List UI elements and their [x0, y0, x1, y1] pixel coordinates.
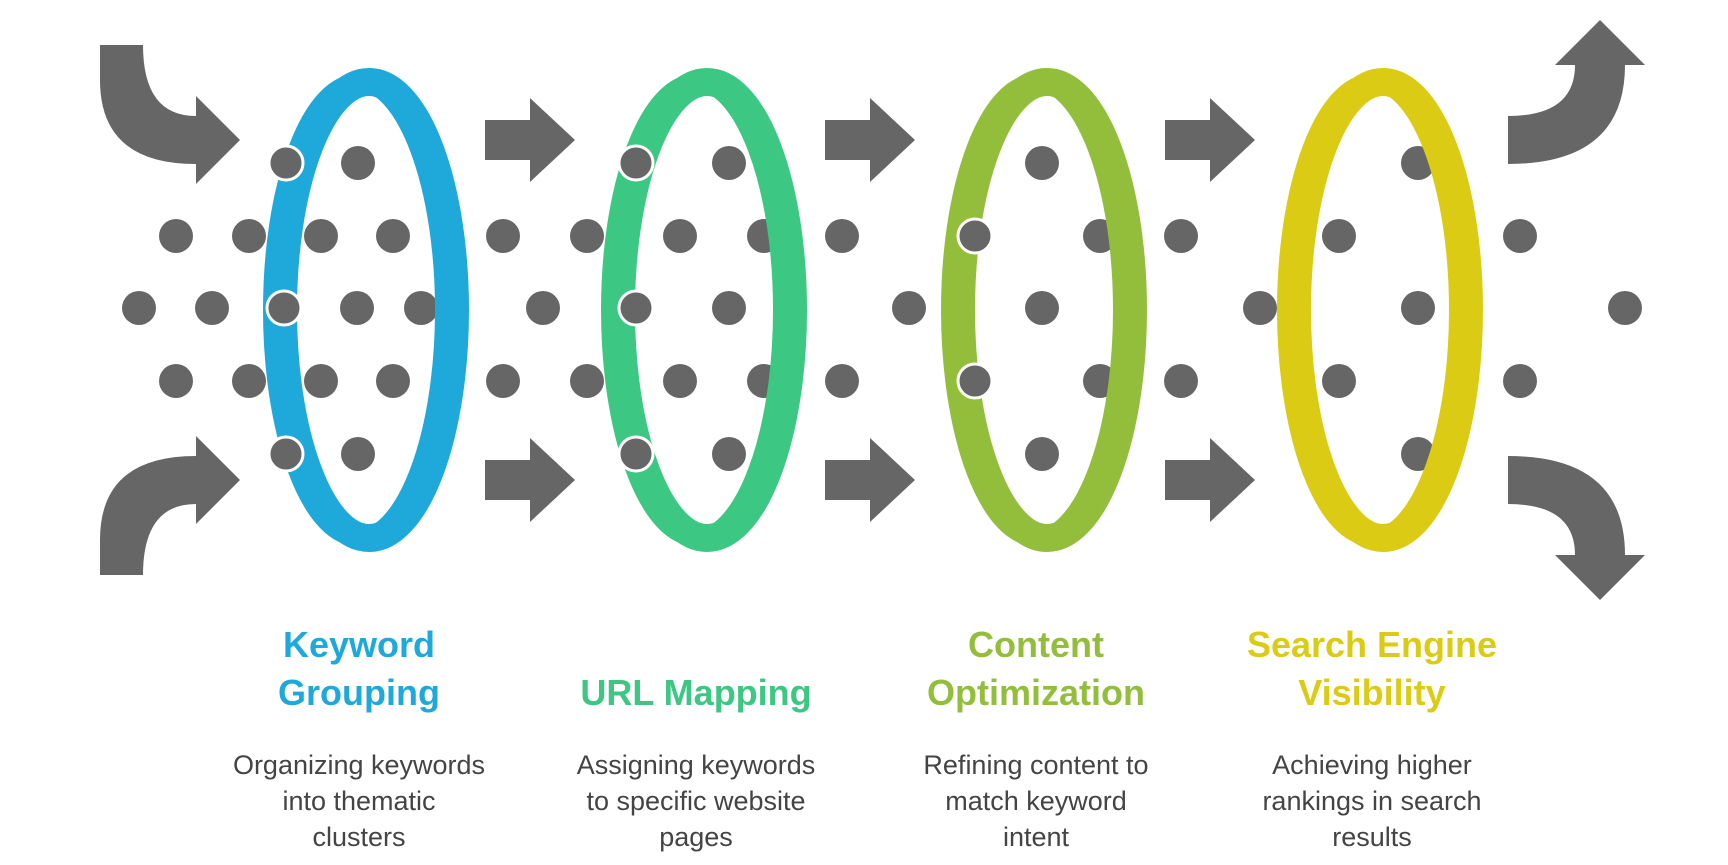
keyword-dot [712, 437, 746, 471]
keyword-dot-passing [265, 289, 303, 327]
stage-title-keyword-grouping: Keyword Grouping [278, 624, 440, 713]
filter-ring-front [941, 74, 1129, 546]
keyword-dot [1243, 291, 1277, 325]
keyword-dot-passing [267, 144, 305, 182]
keyword-dot [1164, 364, 1198, 398]
right-arrow-icon [1165, 438, 1255, 522]
right-arrow-icon [825, 98, 915, 182]
right-arrow-icon [825, 438, 915, 522]
keyword-dots-layer [122, 146, 1642, 471]
keyword-dot [825, 219, 859, 253]
keyword-dot [570, 364, 604, 398]
keyword-dot [1401, 291, 1435, 325]
lime-filter-ring-icon [941, 68, 1147, 552]
keyword-dot [486, 219, 520, 253]
keyword-dot-passing [956, 362, 994, 400]
yellow-filter-ring-icon [1277, 68, 1483, 552]
keyword-dot [195, 291, 229, 325]
keyword-dot [1025, 146, 1059, 180]
curved-output-arrow-down-icon [1508, 456, 1645, 600]
keyword-dot-passing [956, 217, 994, 255]
right-arrow-icon [1165, 98, 1255, 182]
keyword-dot-passing [617, 289, 655, 327]
keyword-dot [663, 219, 697, 253]
stage-title-url-mapping: URL Mapping [580, 672, 812, 713]
keyword-dot-passing [267, 435, 305, 473]
stage-description-search-engine-visibility: Achieving higher rankings in search resu… [1262, 750, 1482, 852]
keyword-dot [376, 364, 410, 398]
stage-title-search-engine-visibility: Search Engine Visibility [1246, 624, 1498, 713]
keyword-dot [1503, 219, 1537, 253]
keyword-dot [122, 291, 156, 325]
keyword-dot [1503, 364, 1537, 398]
filter-ring-front [601, 74, 789, 546]
filter-ring-back [1283, 68, 1483, 552]
filter-ring-front [1277, 74, 1465, 546]
right-arrow-icon [485, 438, 575, 522]
keyword-dot-passing [617, 144, 655, 182]
keyword-dot [1322, 219, 1356, 253]
curved-output-arrow-up-icon [1508, 20, 1645, 164]
keyword-dot [304, 364, 338, 398]
keyword-dot [232, 364, 266, 398]
keyword-dot [486, 364, 520, 398]
keyword-dot [232, 219, 266, 253]
curved-input-arrow-top-icon [100, 45, 240, 184]
keyword-dot [1025, 291, 1059, 325]
keyword-dot [159, 364, 193, 398]
curved-input-arrow-bottom-icon [100, 436, 240, 575]
keyword-dot [1608, 291, 1642, 325]
keyword-dot [341, 146, 375, 180]
keyword-dot [404, 291, 438, 325]
keyword-dot [376, 219, 410, 253]
keyword-dot [712, 146, 746, 180]
blue-filter-ring-icon [263, 68, 469, 552]
keyword-dot [159, 219, 193, 253]
stage-description-content-optimization: Refining content to match keyword intent [923, 750, 1149, 852]
green-filter-ring-icon [601, 68, 807, 552]
keyword-dot [1164, 219, 1198, 253]
keyword-dot [892, 291, 926, 325]
keyword-dot [570, 219, 604, 253]
keyword-dot-passing [617, 435, 655, 473]
right-arrow-icon [485, 98, 575, 182]
keyword-dot [304, 219, 338, 253]
keyword-dot [712, 291, 746, 325]
stage-title-content-optimization: Content Optimization [927, 624, 1145, 713]
keyword-dot [526, 291, 560, 325]
arrows-layer [100, 20, 1645, 600]
keyword-dot [825, 364, 859, 398]
stage-description-keyword-grouping: Organizing keywords into thematic cluste… [232, 750, 486, 852]
keyword-dot [341, 437, 375, 471]
keyword-dot [663, 364, 697, 398]
keyword-dot [1025, 437, 1059, 471]
stage-description-url-mapping: Assigning keywords to specific website p… [576, 750, 816, 852]
keyword-dot [1322, 364, 1356, 398]
filter-rings-layer [263, 68, 1483, 552]
keyword-dot [340, 291, 374, 325]
